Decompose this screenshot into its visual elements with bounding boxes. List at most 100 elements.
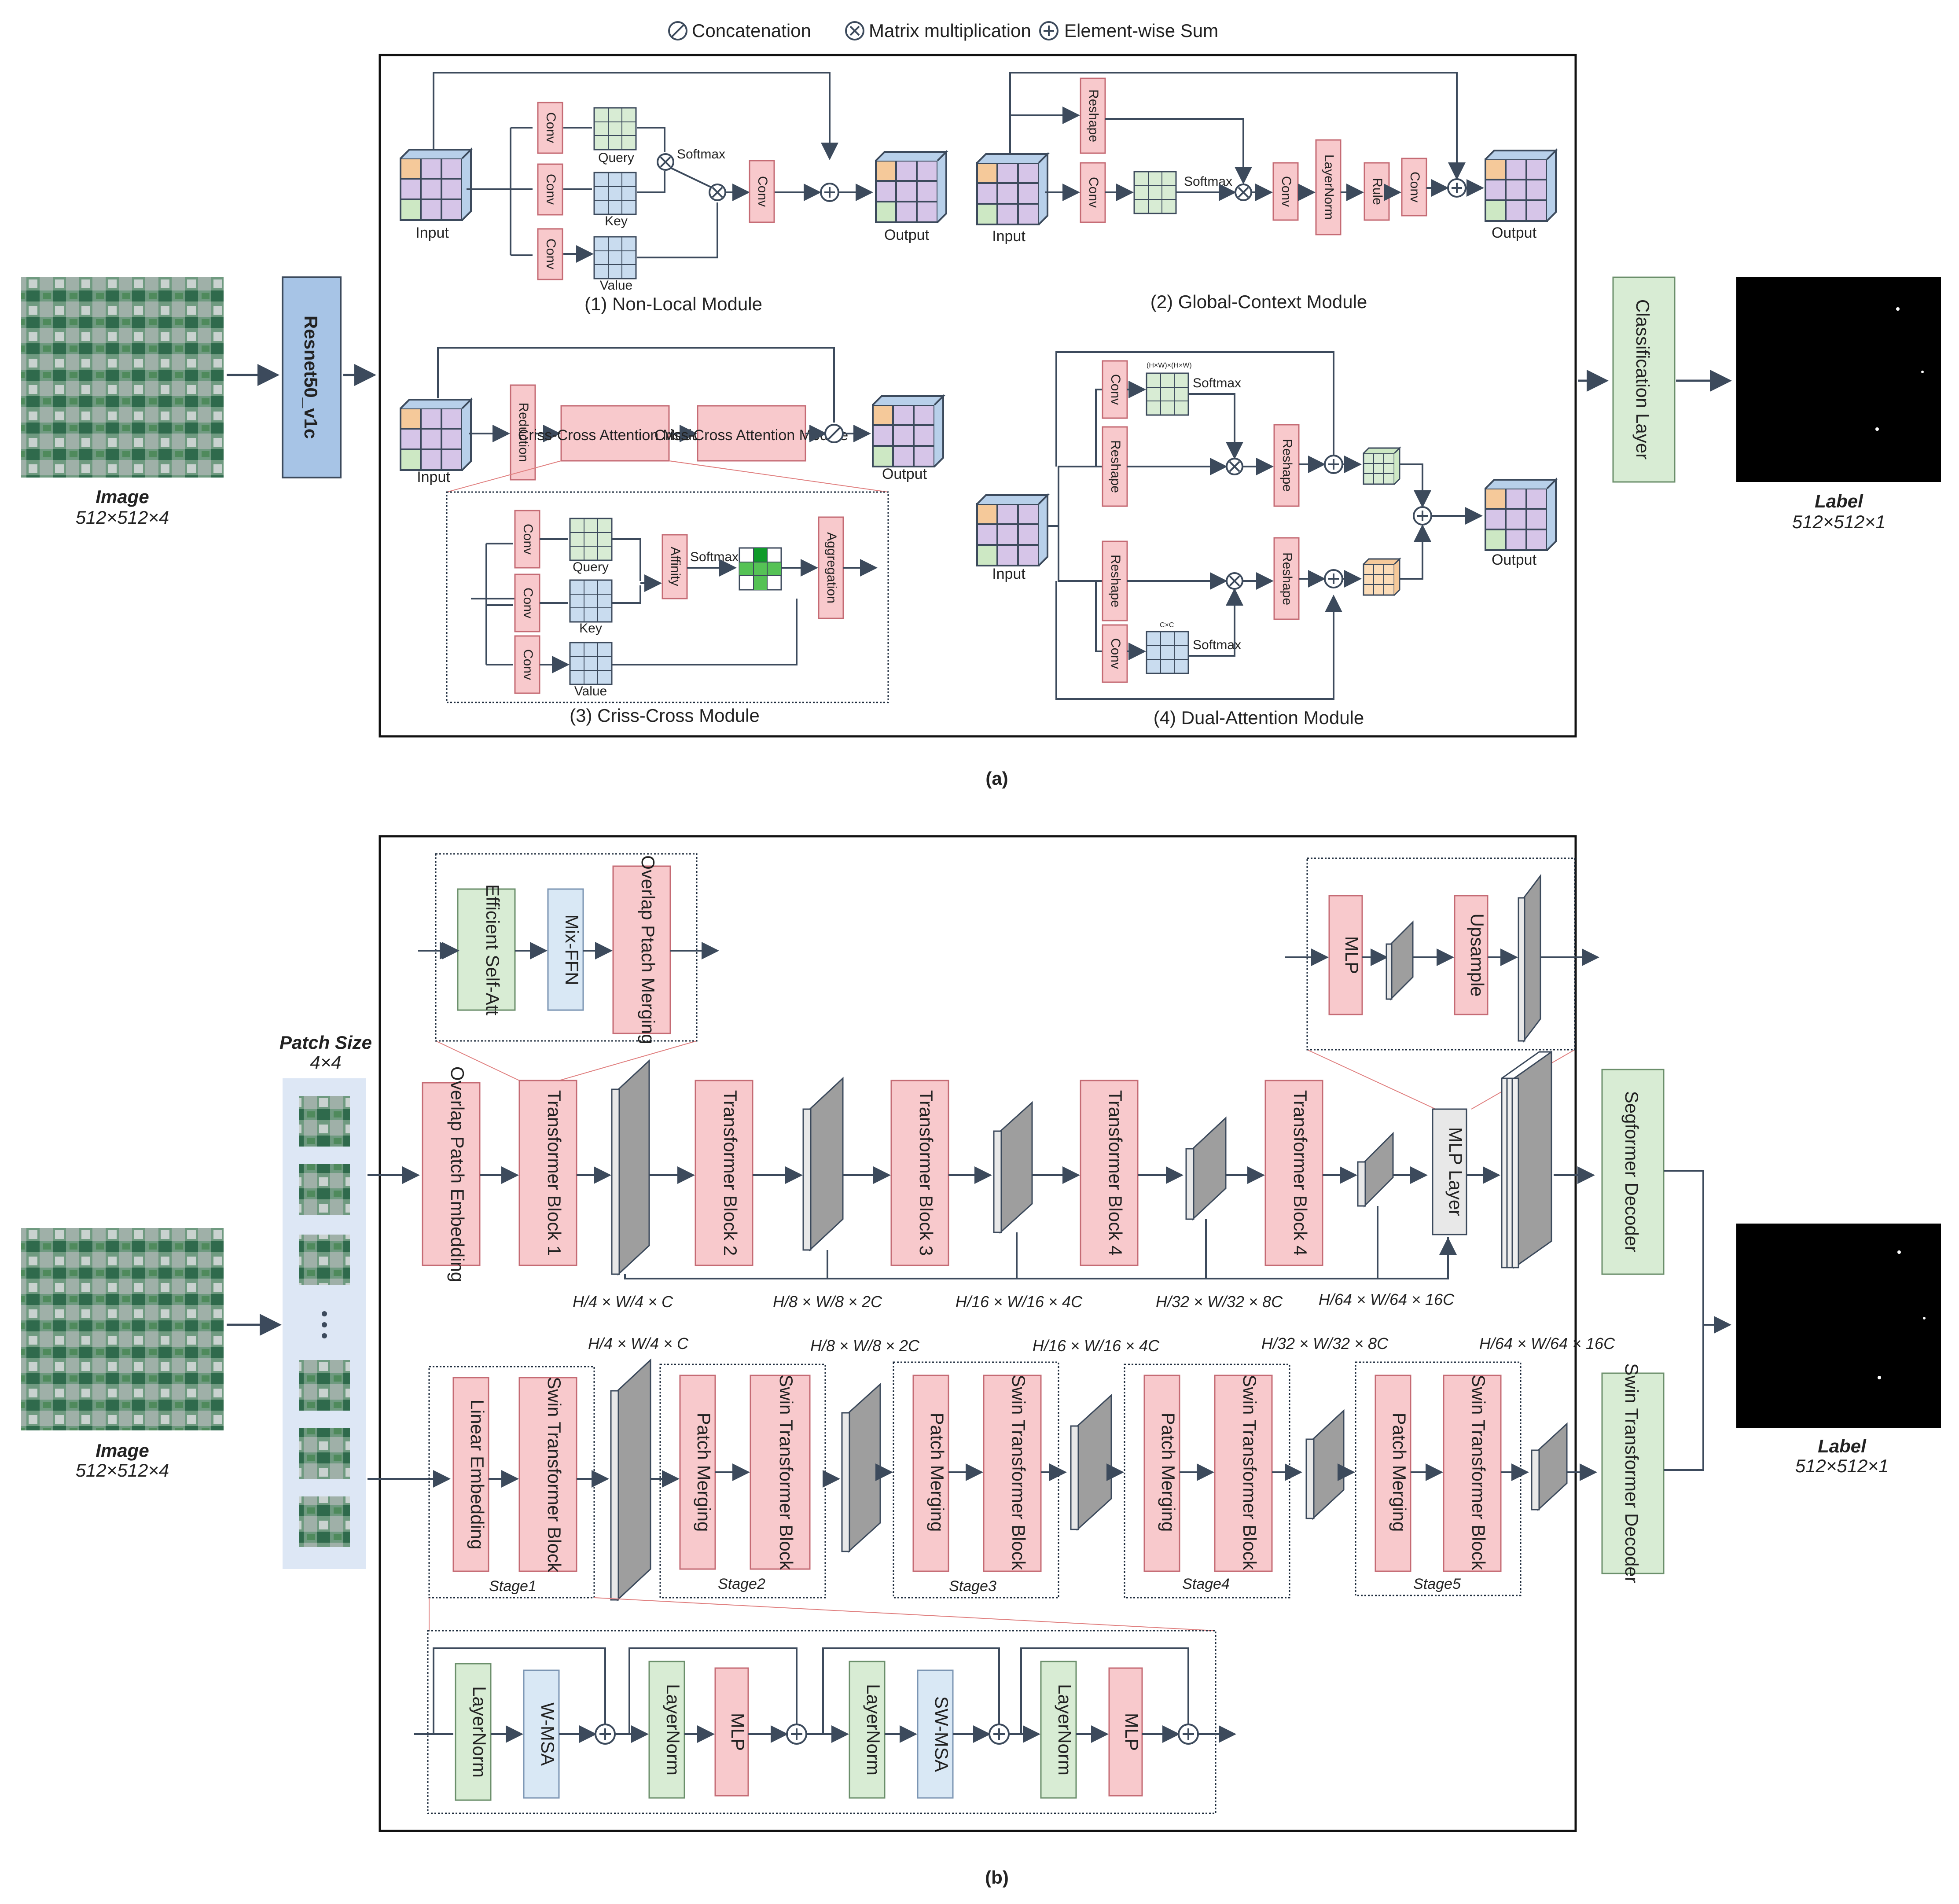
svg-text:Efficient Self-Att: Efficient Self-Att <box>482 884 503 1015</box>
svg-text:Transformer Block 1: Transformer Block 1 <box>544 1090 565 1256</box>
label-image-a <box>1736 277 1941 482</box>
backbone-label: Resnet50_v1c <box>301 316 321 439</box>
cc-reduction <box>510 384 536 481</box>
segformer-decoder <box>1601 1069 1665 1275</box>
svg-text:Conv: Conv <box>521 524 535 555</box>
stage4-swin-block <box>1214 1375 1273 1572</box>
svg-text:Key: Key <box>579 621 602 636</box>
transformer-block-4a <box>1080 1080 1139 1266</box>
label-size-b: 512×512×1 <box>1795 1456 1889 1476</box>
svg-text:Value: Value <box>574 684 607 698</box>
cube-input-cc <box>400 397 473 471</box>
svg-text:Patch Merging: Patch Merging <box>927 1413 948 1532</box>
svg-text:Transformer Block 2: Transformer Block 2 <box>720 1090 741 1256</box>
decoder-feature-large <box>1518 874 1541 1043</box>
svg-text:LayerNorm: LayerNorm <box>663 1684 684 1775</box>
svg-text:Reshape: Reshape <box>1086 89 1101 142</box>
legend: Concatenation Matrix multiplication Elem… <box>668 20 1218 41</box>
svg-text:(H×W)×(H×W): (H×W)×(H×W) <box>1147 362 1192 369</box>
svg-text:Conv: Conv <box>1108 374 1123 405</box>
stage5-patch-merging <box>1375 1375 1411 1572</box>
svg-text:Output: Output <box>882 466 927 482</box>
swin-feature-2 <box>841 1382 881 1553</box>
detail-sw-msa <box>917 1669 954 1799</box>
cube-output-gc <box>1485 148 1558 222</box>
svg-text:Output: Output <box>1492 551 1537 568</box>
classification-layer <box>1612 276 1676 483</box>
svg-text:Stage1: Stage1 <box>489 1578 537 1595</box>
detail-layernorm-3 <box>849 1661 886 1799</box>
swin-feature-5 <box>1531 1422 1568 1511</box>
da-pam-cube <box>1363 446 1401 485</box>
stage1-swin-block <box>518 1377 577 1572</box>
detail-layernorm-4 <box>1040 1661 1077 1799</box>
sum-icon <box>1039 21 1059 40</box>
swin-stage-4 <box>1124 1364 1290 1599</box>
transformer-block-3 <box>890 1080 949 1266</box>
nl-key-grid <box>593 172 637 215</box>
svg-text:MLP: MLP <box>1121 1713 1142 1751</box>
svg-text:Rule: Rule <box>1370 178 1385 205</box>
svg-text:Conv: Conv <box>1279 176 1294 207</box>
swin-feature-3 <box>1070 1393 1112 1531</box>
svg-text:W-MSA: W-MSA <box>537 1702 558 1766</box>
svg-text:MLP: MLP <box>728 1713 748 1751</box>
svg-text:Softmax: Softmax <box>1193 376 1241 390</box>
svg-text:Reshape: Reshape <box>1280 552 1294 605</box>
detail-layernorm-2 <box>648 1661 685 1799</box>
svg-text:Patch Merging: Patch Merging <box>1389 1413 1410 1532</box>
svg-text:Softmax: Softmax <box>1193 638 1241 652</box>
svg-text:Mix-FFN: Mix-FFN <box>562 915 582 985</box>
cc-detail-box <box>446 491 889 703</box>
swin-block-detail-box <box>427 1630 1217 1814</box>
svg-text:Swin Transformer Block: Swin Transformer Block <box>1008 1375 1029 1570</box>
gc-reshape <box>1080 77 1106 154</box>
svg-text:Conv: Conv <box>755 176 770 207</box>
svg-text:Conv: Conv <box>544 112 558 143</box>
svg-text:Aggregation: Aggregation <box>824 532 839 603</box>
svg-text:Key: Key <box>605 214 628 228</box>
svg-text:Conv: Conv <box>544 239 558 269</box>
decoder-upsample <box>1454 895 1489 1015</box>
svg-text:Criss-Cross Attention Module: Criss-Cross Attention Module <box>518 427 712 444</box>
svg-text:Swin Transformer Decoder: Swin Transformer Decoder <box>1621 1363 1642 1583</box>
swin-decoder <box>1601 1372 1665 1574</box>
svg-text:Transformer Block 4: Transformer Block 4 <box>1290 1090 1311 1256</box>
seg-feature-5 <box>1357 1132 1394 1208</box>
cube-input-gc <box>976 152 1050 225</box>
patch-1 <box>299 1096 350 1147</box>
svg-text:Overlap Patch Embedding: Overlap Patch Embedding <box>447 1066 468 1282</box>
cube-output-nl <box>875 150 948 223</box>
cc-attention-map <box>739 547 782 591</box>
svg-text:Swin Transformer Block: Swin Transformer Block <box>1239 1375 1260 1570</box>
da-cam-cube <box>1363 557 1401 596</box>
efficient-self-att <box>457 888 516 1011</box>
svg-text:Conv: Conv <box>1408 172 1422 202</box>
svg-text:Softmax: Softmax <box>690 550 739 564</box>
decoder-mlp <box>1328 895 1363 1015</box>
image-size-a: 512×512×4 <box>76 507 169 528</box>
caption-b: (b) <box>985 1867 1009 1888</box>
stage2-swin-block <box>750 1375 811 1570</box>
svg-text:Criss-Cross Attention Module: Criss-Cross Attention Module <box>654 427 848 444</box>
seg-feature-3 <box>993 1101 1033 1234</box>
svg-text:Stage4: Stage4 <box>1182 1576 1230 1592</box>
label-label-a: Label <box>1815 491 1863 511</box>
svg-text:Upsample: Upsample <box>1467 913 1488 996</box>
cc-query-grid <box>569 518 613 561</box>
stage5-swin-block <box>1443 1375 1502 1572</box>
cc-value-grid <box>569 642 613 685</box>
svg-text:LayerNorm: LayerNorm <box>469 1686 490 1778</box>
seg-dim-2: H/8 × W/8 × 2C <box>773 1293 882 1311</box>
detail-mlp-2 <box>1108 1667 1143 1797</box>
label-image-b <box>1736 1224 1941 1428</box>
svg-text:Input: Input <box>417 469 450 485</box>
cc-conv-v <box>514 635 540 694</box>
nl-value-grid <box>593 236 637 279</box>
nl-conv-value <box>537 228 563 280</box>
da-module: Input Conv (H×W)×(H×W) Softmax Reshape R… <box>976 351 1558 728</box>
decoder-feature-small <box>1386 920 1414 1001</box>
svg-text:Stage5: Stage5 <box>1413 1576 1461 1592</box>
seg-dim-3: H/16 × W/16 × 4C <box>956 1293 1083 1311</box>
svg-text:Transformer Block 4: Transformer Block 4 <box>1105 1090 1126 1256</box>
